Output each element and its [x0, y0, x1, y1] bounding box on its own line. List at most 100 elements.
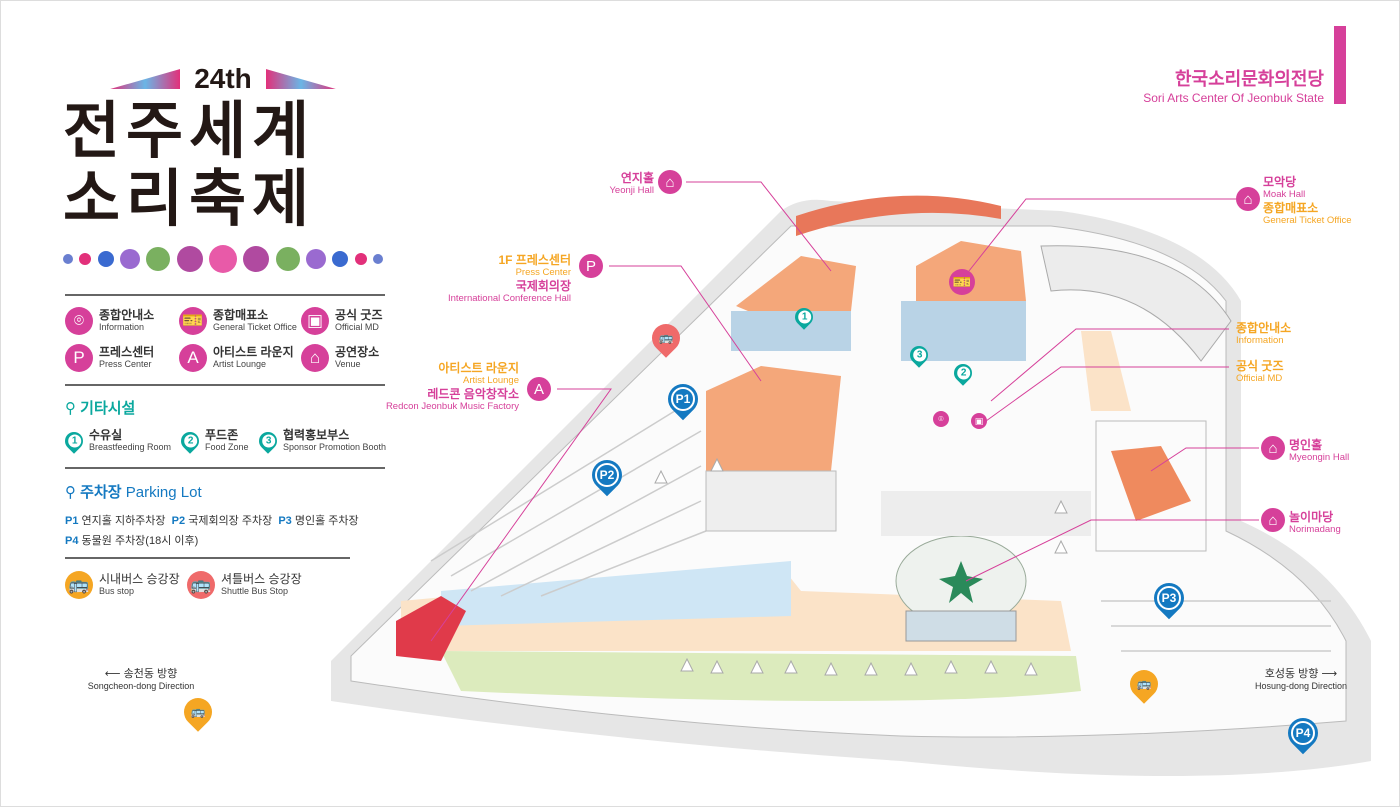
artist-lounge-icon[interactable]: A: [527, 377, 551, 401]
parking-list: P1 연지홀 지하주차장 P2 국제회의장 주차장 P3 명인홀 주차장 P4 …: [65, 511, 395, 551]
arrow-left-icon: ⟵: [104, 668, 124, 680]
press-center-icon[interactable]: P: [579, 254, 603, 278]
pin-2-icon: 2: [177, 428, 203, 454]
lawn: [441, 651, 1081, 701]
legend-label-en: General Ticket Office: [213, 322, 297, 332]
yeonji-roof-curve: [796, 195, 1001, 236]
legend-label: 셔틀버스 승강장: [221, 572, 302, 586]
parking-item-p3: P3 명인홀 주차장: [278, 515, 359, 527]
legend-label: 아티스트 라운지: [213, 345, 294, 359]
other-facilities-heading: ⚲ 기타시설: [65, 397, 135, 418]
direction-hosung: 호성동 방향 ⟶Hosung-dong Direction: [1254, 668, 1348, 691]
pond: [441, 561, 791, 626]
legend-label: 프레스센터: [99, 345, 155, 359]
venue-icon[interactable]: ⌂: [1261, 436, 1285, 460]
legend-label: 푸드존: [205, 428, 239, 442]
roof-ornament-right: [265, 69, 336, 89]
legend-label: 시내버스 승강장: [99, 572, 180, 586]
conference-base: [705, 470, 837, 532]
venue-name-ko: 한국소리문화의전당: [1174, 69, 1324, 89]
divider: [65, 467, 385, 469]
trees: [654, 457, 1068, 676]
edition-label: 24th: [194, 63, 252, 94]
legend-label: 종합안내소: [99, 308, 155, 322]
legend-label: 협력홍보부스: [283, 428, 350, 442]
redcon-music-factory: [396, 596, 466, 661]
parking-item-p4: P4 동물원 주차장(18시 이후): [65, 535, 199, 547]
parking-item-p1: P1 연지홀 지하주차장: [65, 515, 166, 527]
artist-a-icon: A: [179, 344, 207, 372]
legend-label-en: Bus stop: [99, 586, 135, 596]
legend-label-en: Information: [99, 322, 145, 332]
parking-item-p2: P2 국제회의장 주차장: [171, 515, 273, 527]
legend-label-en: Sponsor Promotion Booth: [283, 442, 387, 452]
venue-title: 한국소리문화의전당 Sori Arts Center Of Jeonbuk St…: [1143, 65, 1324, 105]
myeongin-hall: [1111, 446, 1191, 521]
arrow-right-icon: ⟶: [1318, 668, 1338, 680]
festival-title-line2: 소리축제: [63, 162, 316, 235]
shopping-bag-icon: ▣: [301, 307, 329, 335]
shopping-bag-icon[interactable]: ▣: [971, 413, 987, 429]
parking-title-ko: 주차장: [80, 484, 122, 501]
press-p-icon: P: [65, 344, 93, 372]
ticket-icon[interactable]: 🎫: [949, 269, 975, 295]
legend-label-en: Press Center: [99, 359, 152, 369]
legend-label: 수유실: [89, 428, 123, 442]
divider: [65, 557, 350, 559]
other-facilities-title: 기타시설: [80, 400, 136, 417]
venue-name-en: Sori Arts Center Of Jeonbuk State: [1143, 91, 1324, 105]
callout-lines: [430, 181, 1259, 642]
ticket-icon: 🎫: [179, 307, 207, 335]
norimadang-star: [939, 561, 983, 603]
parking-lot-east: [1101, 600, 1331, 652]
legend-label: 공연장소: [335, 345, 380, 359]
conference-hall: [706, 366, 841, 481]
accent-bar: [1334, 26, 1346, 104]
divider: [65, 384, 385, 386]
location-pin-icon: ⚲: [65, 484, 81, 501]
legend-label-en: Food Zone: [205, 442, 249, 452]
shuttle-bus-icon: 🚌: [187, 571, 215, 599]
location-pin-icon: ⌾: [65, 307, 93, 335]
norimadang-base: [905, 610, 1017, 642]
parking-heading: ⚲ 주차장 Parking Lot: [65, 481, 202, 502]
bus-icon: 🚌: [65, 571, 93, 599]
location-pin-icon[interactable]: ⌾: [933, 411, 949, 427]
venue-icon[interactable]: ⌂: [658, 170, 682, 194]
myeongin-frame: [1095, 420, 1207, 552]
divider: [65, 294, 385, 296]
roof-ornament-left: [110, 69, 181, 89]
pin-1-icon: 1: [61, 428, 87, 454]
decorative-circles: [63, 245, 383, 273]
legend-label: 종합매표소: [213, 308, 269, 322]
legend-label-en: Official MD: [335, 322, 379, 332]
legend-label-en: Venue: [335, 359, 361, 369]
parking-title-en: Parking Lot: [125, 484, 202, 501]
festival-logo: 24th 전주세계 소리축제: [63, 61, 383, 273]
amphitheater: [1040, 245, 1232, 362]
venue-icon[interactable]: ⌂: [1261, 508, 1285, 532]
venue-icon[interactable]: ⌂: [1236, 187, 1260, 211]
parking-lot-west: [430, 400, 707, 597]
